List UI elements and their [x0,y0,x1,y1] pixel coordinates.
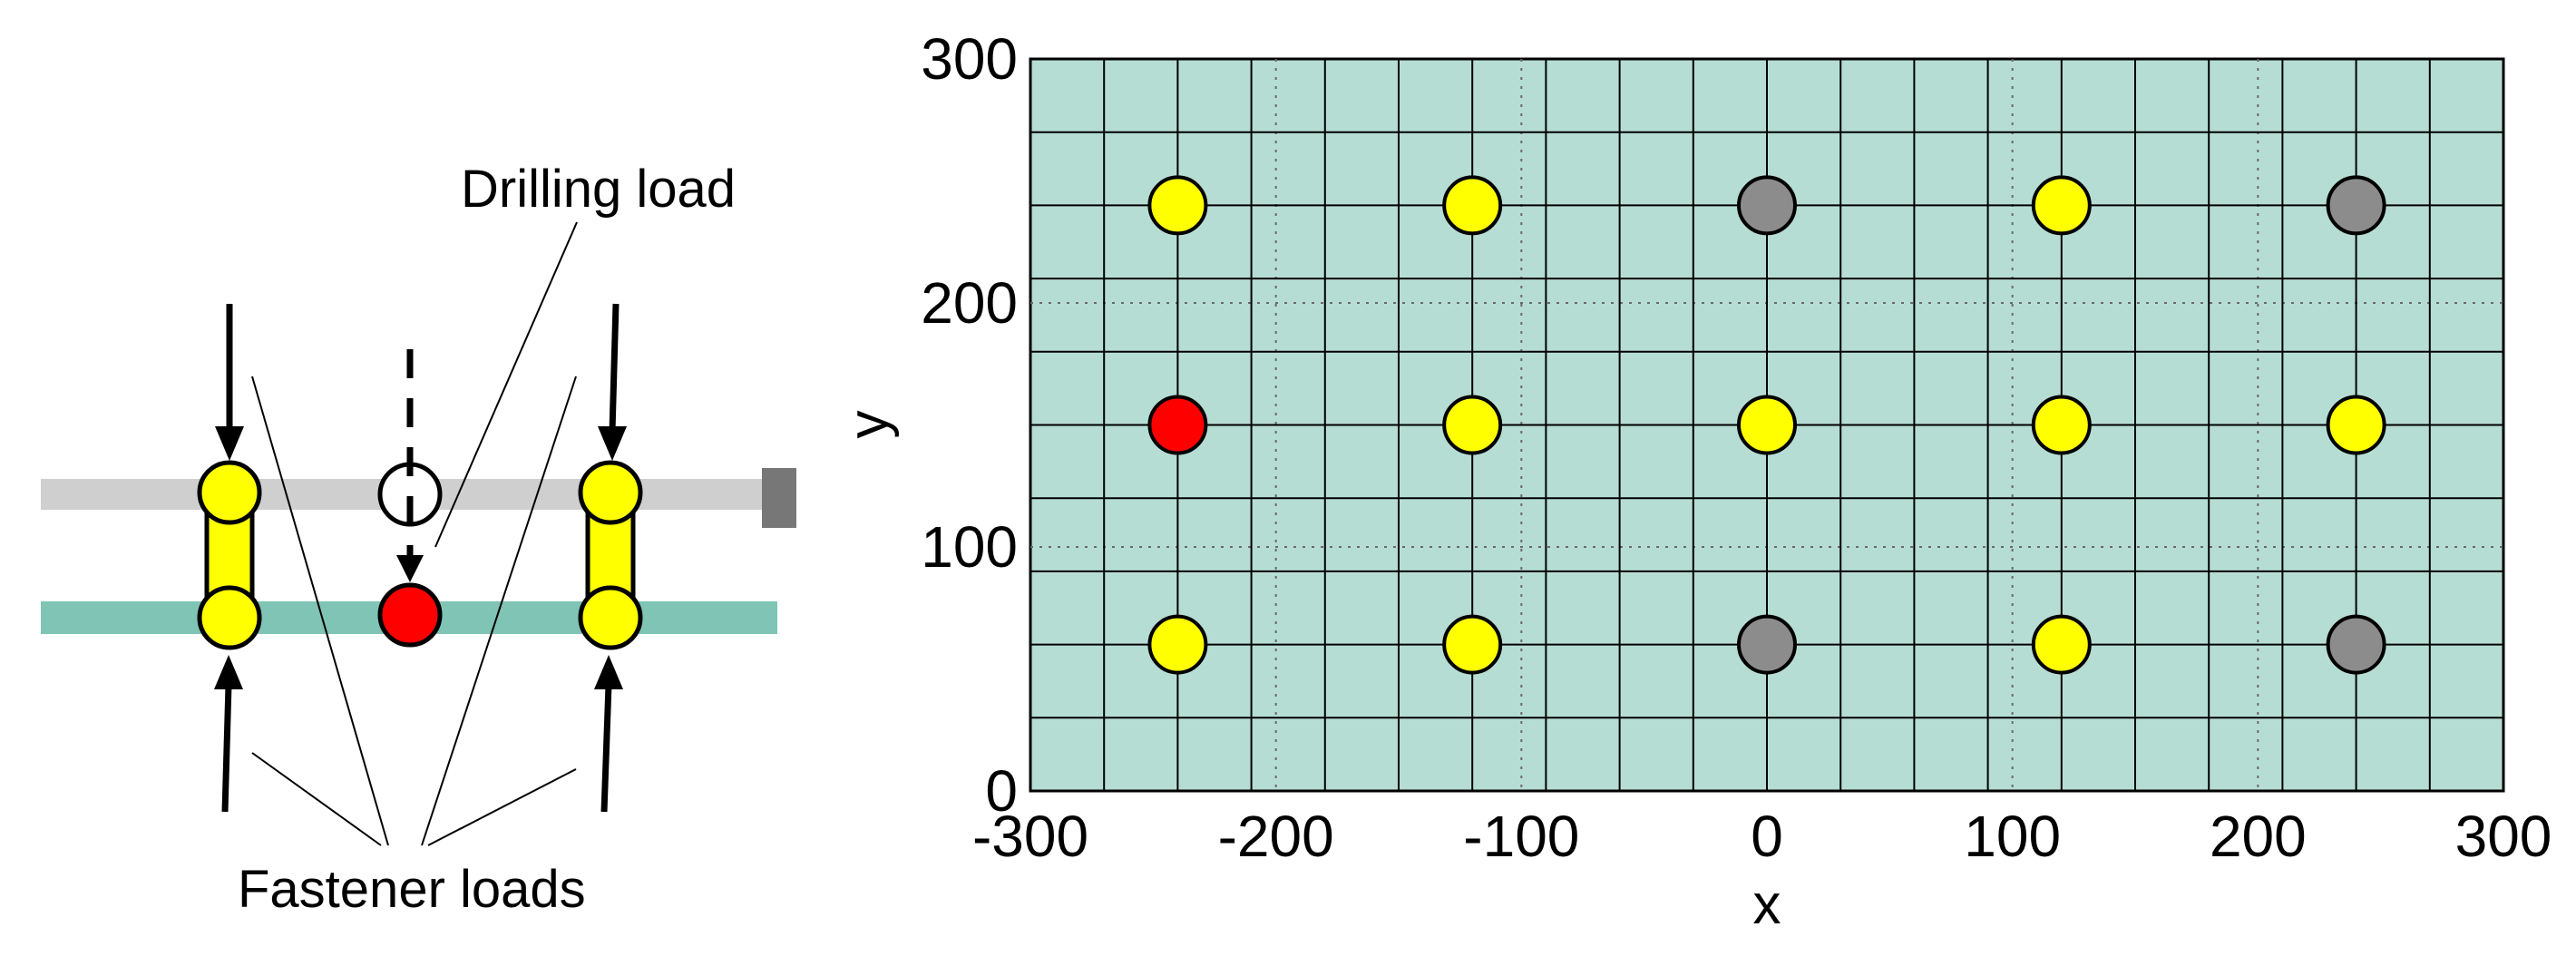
drilling-load-arrow [396,349,424,582]
fastener-grid-plot: -300 -200 -100 0 100 200 300 0 100 200 300 x y [837,26,2552,936]
fastener-loads-label: Fastener loads [238,860,586,919]
y-tick-labels: 0 100 200 300 [921,26,1018,824]
x-tick-label: 100 [1964,804,2061,869]
fastener-point-yellow [1442,175,1503,236]
y-tick-label: 100 [921,514,1018,580]
x-tick-label: -300 [972,804,1088,869]
fastener-point-yellow [2326,395,2386,455]
x-tick-label: -100 [1463,804,1579,869]
fastener-point-yellow [1147,175,1208,236]
x-tick-label: -200 [1218,804,1334,869]
x-tick-label: 0 [1751,804,1783,869]
fastener-point-yellow [2031,614,2092,675]
y-tick-label: 200 [921,270,1018,336]
fastener-point-yellow [2031,395,2092,455]
fastener-left [197,460,262,650]
drill-point [377,582,443,648]
x-axis-label: x [1753,873,1781,936]
fastener-point-gray [2326,614,2386,675]
fastener-point-gray [1737,175,1797,236]
callout-lines [251,221,578,846]
fastener-point-yellow [1147,614,1208,675]
end-block [762,468,796,528]
fastener-head [197,460,262,525]
fastener-load-arrows [214,303,627,813]
fastener-head [578,460,643,525]
fastener-point-yellow [1442,614,1503,675]
fastener-schematic: Drilling load Fastener loads [41,160,796,919]
y-tick-label: 0 [985,758,1018,824]
y-tick-label: 300 [921,26,1018,92]
fastener-right [578,460,643,650]
fastener-point-yellow [1442,395,1503,455]
fastener-point-red [1147,395,1208,455]
fastener-tail [578,585,643,650]
fastener-point-gray [2326,175,2386,236]
fastener-tail [197,585,262,650]
x-tick-labels: -300 -200 -100 0 100 200 300 [972,804,2552,869]
x-tick-label: 300 [2455,804,2552,869]
drilling-load-label: Drilling load [461,160,736,219]
fastener-points [1147,175,2386,675]
fastener-point-gray [1737,614,1797,675]
y-axis-label: y [837,411,900,439]
fastener-point-yellow [2031,175,2092,236]
x-tick-label: 200 [2210,804,2307,869]
fastener-point-yellow [1737,395,1797,455]
